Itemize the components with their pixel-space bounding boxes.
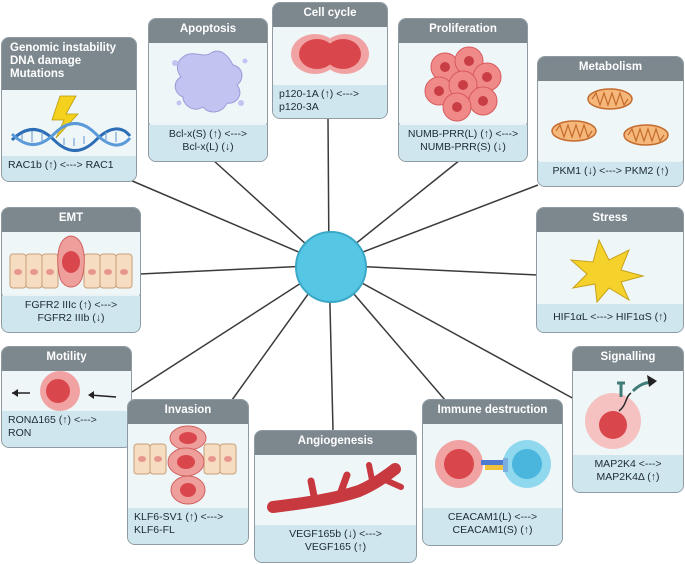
isoform-line-2: FGFR2 IIIb (↓) — [37, 311, 105, 324]
dna-damage-illustration — [2, 90, 136, 156]
isoform-line-1: MAP2K4 <---> — [594, 458, 662, 470]
card-footer: KLF6-SV1 (↑) <---> KLF6-FL — [128, 508, 248, 544]
card-title: Cell cycle — [273, 3, 387, 27]
isoform-line-1: HIF1αL <---> HIF1αS (↑) — [553, 311, 667, 323]
isoform-line-1: KLF6-SV1 (↑) <---> — [134, 511, 224, 523]
isoform-line-2: KLF6-FL — [134, 523, 175, 536]
card-title: Motility — [2, 347, 131, 371]
connector-motility — [131, 264, 330, 393]
card-title: Metabolism — [538, 57, 683, 81]
card-stress: Stress HIF1αL <---> HIF1αS (↑) — [536, 207, 684, 333]
isoform-line-2: RON — [8, 426, 32, 439]
card-title: Invasion — [128, 400, 248, 424]
card-title: Angiogenesis — [255, 431, 416, 455]
isoform-line-2: NUMB-PRR(S) (↓) — [420, 140, 506, 153]
card-title: Genomic instability DNA damage Mutations — [2, 38, 136, 90]
card-footer: RAC1b (↑) <---> RAC1 — [2, 156, 136, 181]
card-title: Proliferation — [399, 19, 527, 43]
card-immune-destruction: Immune destruction CEACAM1(L) <---> CEAC… — [422, 399, 563, 546]
mitochondria-illustration — [538, 81, 683, 161]
card-footer: RONΔ165 (↑) <---> RON — [2, 411, 131, 447]
isoform-line-1: Bcl-x(S) (↑) <---> — [168, 128, 248, 140]
title-line-1: Genomic instability — [10, 42, 117, 54]
blood-vessel-illustration — [255, 455, 416, 525]
card-title: EMT — [2, 208, 140, 232]
card-motility: Motility RONΔ165 (↑) <---> RON — [1, 346, 132, 448]
isoform-line-2: VEGF165 (↑) — [304, 540, 367, 553]
card-title: Signalling — [573, 347, 683, 371]
isoform-line-1: NUMB-PRR(L) (↑) <---> — [407, 128, 519, 140]
card-genomic-instability: Genomic instability DNA damage Mutations… — [1, 37, 137, 182]
isoform-line-1: FGFR2 IIIc (↑) <---> — [24, 299, 118, 311]
isoform-line-1: p120-1A (↑) <---> — [279, 88, 359, 100]
connector-signalling — [328, 264, 577, 401]
isoform-line-2: CEACAM1(S) (↑) — [452, 523, 533, 536]
dividing-cell-illustration — [273, 27, 387, 85]
card-invasion: Invasion KLF6-SV1 (↑) <---> KLF6-FL — [127, 399, 249, 545]
connector-genomic — [129, 179, 330, 266]
apoptotic-cell-illustration — [149, 43, 267, 123]
card-footer: p120-1A (↑) <---> p120-3A — [273, 85, 387, 118]
card-footer: CEACAM1(L) <---> CEACAM1(S) (↑) — [423, 508, 562, 545]
immune-cell-illustration — [423, 424, 562, 508]
card-footer: VEGF165b (↓) <---> VEGF165 (↑) — [255, 525, 416, 562]
isoform-line-2: p120-3A — [279, 100, 319, 113]
card-title: Immune destruction — [423, 400, 562, 424]
card-footer: FGFR2 IIIc (↑) <---> FGFR2 IIIb (↓) — [2, 296, 140, 332]
cell-cluster-illustration — [399, 43, 527, 123]
isoform-line-1: VEGF165b (↓) <---> — [289, 528, 382, 540]
migrating-cell-illustration — [2, 371, 131, 411]
signalling-cell-illustration — [573, 371, 683, 455]
card-cell-cycle: Cell cycle p120-1A (↑) <---> p120-3A — [272, 2, 388, 119]
isoform-line-1: RONΔ165 (↑) <---> — [8, 414, 97, 426]
stress-burst-illustration — [537, 232, 683, 304]
isoform-line-1: RAC1b (↑) <---> RAC1 — [8, 159, 114, 171]
card-footer: Bcl-x(S) (↑) <---> Bcl-x(L) (↓) — [149, 125, 267, 161]
card-proliferation: Proliferation NUMB-PRR(L) (↑) <---> NUMB… — [398, 18, 528, 162]
card-apoptosis: Apoptosis Bcl-x(S) (↑) <---> Bcl-x(L) (↓… — [148, 18, 268, 162]
card-footer: NUMB-PRR(L) (↑) <---> NUMB-PRR(S) (↓) — [399, 125, 527, 161]
card-emt: EMT FGFR2 IIIc (↑) <---> FGFR2 IIIb (↓) — [1, 207, 141, 333]
isoform-line-1: CEACAM1(L) <---> — [447, 511, 538, 523]
central-hub — [295, 231, 367, 303]
card-angiogenesis: Angiogenesis VEGF165b (↓) <---> VEGF165 … — [254, 430, 417, 563]
isoform-line-1: PKM1 (↓) <---> PKM2 (↑) — [552, 165, 669, 177]
isoform-line-2: Bcl-x(L) (↓) — [182, 140, 234, 153]
invading-cells-illustration — [128, 424, 248, 508]
title-line-3: Mutations — [10, 68, 65, 81]
epithelial-cells-illustration — [2, 232, 140, 294]
card-footer: HIF1αL <---> HIF1αS (↑) — [537, 304, 683, 332]
card-title: Stress — [537, 208, 683, 232]
card-footer: PKM1 (↓) <---> PKM2 (↑) — [538, 162, 683, 186]
isoform-line-2: MAP2K4Δ (↑) — [596, 470, 660, 483]
card-title: Apoptosis — [149, 19, 267, 43]
card-footer: MAP2K4 <---> MAP2K4Δ (↑) — [573, 455, 683, 492]
card-signalling: Signalling MAP2K4 <---> MAP2K4Δ (↑) — [572, 346, 684, 493]
card-metabolism: Metabolism PKM1 (↓) <---> PKM2 (↑) — [537, 56, 684, 187]
title-line-2: DNA damage — [10, 55, 82, 68]
